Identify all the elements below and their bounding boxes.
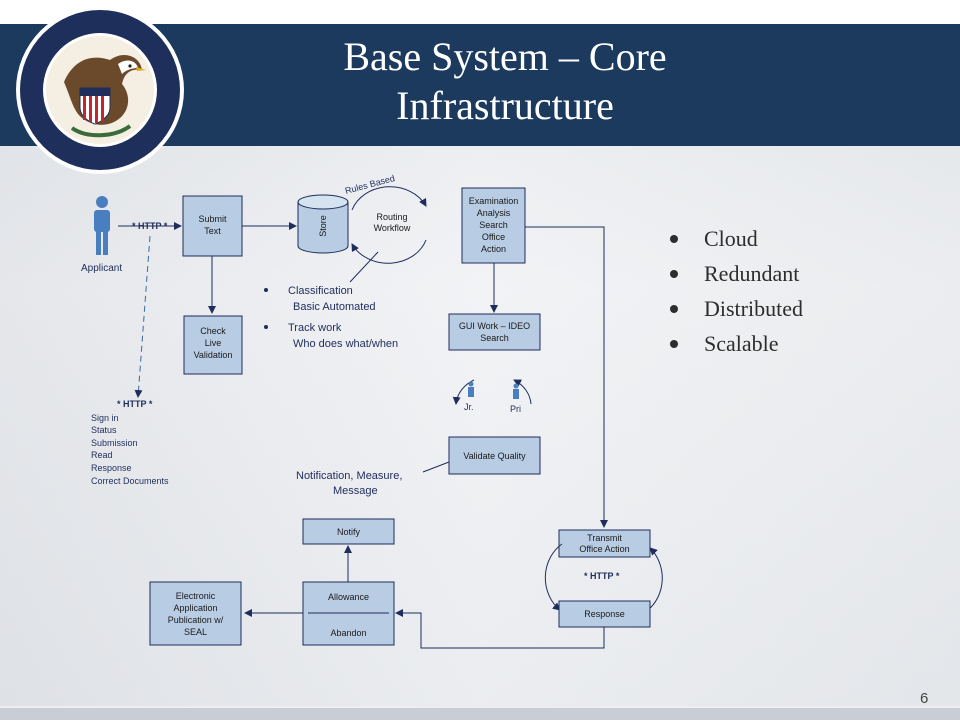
dashed-arrow-http — [134, 235, 151, 398]
bullet-scalable: Scalable — [668, 329, 803, 364]
basic-automated-label: Basic Automated — [293, 301, 376, 313]
bottom-strip — [0, 708, 960, 720]
exam-line-3: Search — [479, 220, 508, 230]
applicant-label: Applicant — [81, 263, 122, 274]
http-label-2: * HTTP * — [117, 399, 153, 409]
response-label: Response — [584, 609, 625, 619]
slide-title: Base System – Core Infrastructure — [230, 32, 780, 130]
validate-label: Validate Quality — [463, 451, 526, 461]
feature-bullet-list: Cloud Redundant Distributed Scalable — [668, 224, 803, 364]
arrow-response-allowance — [395, 609, 605, 649]
track-work-label: Track work — [288, 322, 342, 334]
routing-line-2: Workflow — [374, 223, 411, 233]
primary-examiner-icon — [513, 383, 519, 399]
cycle-arc-right — [647, 547, 663, 611]
http-item-5: Response — [91, 463, 132, 473]
notify-label: Notify — [337, 527, 361, 537]
examination-box — [461, 187, 526, 264]
abandon-label: Abandon — [330, 628, 366, 638]
check-line-2: Live — [205, 338, 222, 348]
arrow-exam-transmit — [525, 226, 608, 528]
notify-box — [302, 518, 395, 545]
exam-line-4: Office — [482, 232, 505, 242]
transmit-box — [558, 529, 651, 558]
classification-label: Classification — [288, 285, 353, 297]
validate-connector — [422, 461, 450, 473]
page-number: 6 — [920, 690, 929, 707]
submit-line-2: Text — [204, 226, 221, 236]
routing-line-1: Routing — [376, 212, 407, 222]
http-label-3: * HTTP * — [584, 571, 620, 581]
electronic-line-4: SEAL — [184, 627, 207, 637]
gui-work-box — [448, 313, 541, 351]
transmit-line-2: Office Action — [579, 544, 629, 554]
response-box — [558, 600, 651, 628]
bullet-redundant: Redundant — [668, 259, 803, 294]
jr-label: Jr. — [464, 402, 474, 412]
bullet-cloud: Cloud — [668, 224, 803, 259]
http-item-6: Correct Documents — [91, 476, 169, 486]
applicant-icon — [94, 196, 110, 255]
exam-line-2: Analysis — [477, 208, 511, 218]
http-item-3: Submission — [91, 438, 138, 448]
allowance-label: Allowance — [328, 592, 369, 602]
routing-arc-top — [351, 186, 427, 211]
top-strip — [0, 0, 960, 24]
exam-line-5: Action — [481, 244, 506, 254]
review-arc-right — [513, 379, 532, 405]
submit-line-1: Submit — [198, 214, 227, 224]
validate-quality-box — [448, 436, 541, 475]
review-arc-left — [452, 379, 475, 405]
transmit-line-1: Transmit — [587, 533, 622, 543]
gui-line-2: Search — [480, 333, 509, 343]
notification-line-2: Message — [333, 485, 378, 497]
exam-line-1: Examination — [469, 196, 519, 206]
title-line-2: Infrastructure — [396, 83, 614, 128]
notification-line-1: Notification, Measure, — [296, 470, 402, 482]
electronic-line-2: Application — [173, 603, 217, 613]
check-line-1: Check — [200, 326, 226, 336]
store-label: Store — [318, 215, 328, 237]
junior-examiner-icon — [468, 381, 474, 397]
electronic-line-3: Publication w/ — [168, 615, 224, 625]
gui-line-1: GUI Work – IDEO — [459, 321, 530, 331]
bullet-distributed: Distributed — [668, 294, 803, 329]
rules-based-label: Rules Based — [344, 173, 396, 196]
http-item-2: Status — [91, 425, 117, 435]
check-validation-box — [183, 315, 243, 375]
cycle-arc-left — [544, 543, 563, 611]
uspto-seal-logo — [16, 6, 184, 174]
check-line-3: Validation — [194, 350, 233, 360]
who-does-what-label: Who does what/when — [293, 338, 398, 350]
electronic-publication-box — [149, 581, 242, 646]
http-item-4: Read — [91, 450, 113, 460]
store-database-icon — [297, 194, 349, 254]
pri-label: Pri — [510, 404, 521, 414]
http-item-1: Sign in — [91, 413, 119, 423]
routing-arc-bottom — [351, 239, 427, 264]
title-line-1: Base System – Core — [343, 34, 667, 79]
electronic-line-1: Electronic — [176, 591, 216, 601]
routing-connector — [349, 251, 379, 283]
